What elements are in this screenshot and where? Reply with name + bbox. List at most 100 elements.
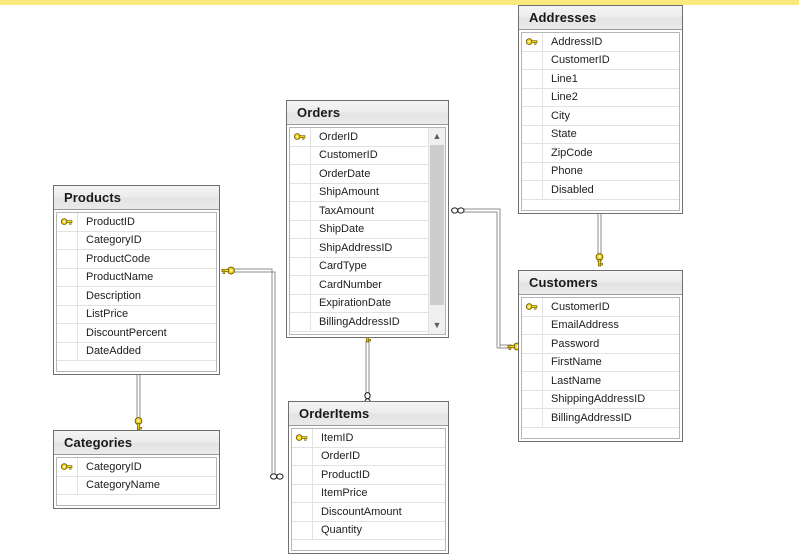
primary-key-icon bbox=[290, 128, 311, 146]
column-row[interactable]: City bbox=[522, 107, 679, 126]
column-row[interactable]: CustomerID bbox=[522, 51, 679, 70]
column-row[interactable]: BillingAddressID bbox=[522, 409, 679, 428]
column-row[interactable]: ProductName bbox=[57, 268, 216, 287]
column-row[interactable]: DiscountAmount bbox=[292, 503, 445, 522]
column-name: ExpirationDate bbox=[319, 297, 392, 310]
scroll-up-arrow-icon[interactable]: ▲ bbox=[429, 128, 445, 145]
connector-orders-customers bbox=[462, 208, 512, 349]
row-selector-cell bbox=[522, 335, 543, 353]
column-row[interactable]: Password bbox=[522, 335, 679, 354]
column-row[interactable]: ShippingAddressID bbox=[522, 390, 679, 409]
column-row[interactable]: ProductID bbox=[292, 466, 445, 485]
column-row[interactable]: Description bbox=[57, 287, 216, 306]
row-selector-cell bbox=[290, 146, 311, 164]
row-selector-cell bbox=[57, 324, 78, 342]
column-row[interactable]: CategoryName bbox=[57, 476, 216, 495]
column-row[interactable]: OrderDate bbox=[290, 165, 428, 184]
column-row[interactable]: ListPrice bbox=[57, 305, 216, 324]
column-row[interactable]: ProductCode bbox=[57, 250, 216, 269]
row-selector-cell bbox=[522, 88, 543, 106]
column-name: AddressID bbox=[551, 35, 603, 48]
primary-key-icon bbox=[57, 213, 78, 231]
column-name: City bbox=[551, 109, 570, 122]
column-row[interactable]: CardType bbox=[290, 257, 428, 276]
vertical-scrollbar[interactable]: ▲▼ bbox=[428, 128, 445, 334]
column-row[interactable]: Line2 bbox=[522, 88, 679, 107]
column-row[interactable]: LastName bbox=[522, 372, 679, 391]
column-name: DiscountAmount bbox=[321, 505, 402, 518]
row-selector-cell bbox=[522, 70, 543, 88]
table-title-categories[interactable]: Categories bbox=[54, 431, 219, 455]
column-row[interactable]: ItemID bbox=[292, 429, 445, 448]
row-selector-cell bbox=[290, 183, 311, 201]
column-row[interactable]: EmailAddress bbox=[522, 316, 679, 335]
column-row[interactable]: OrderID bbox=[290, 128, 428, 147]
column-row[interactable]: CustomerID bbox=[290, 146, 428, 165]
row-selector-cell bbox=[522, 107, 543, 125]
column-row[interactable]: DiscountPercent bbox=[57, 324, 216, 343]
column-row[interactable]: CustomerID bbox=[522, 298, 679, 317]
column-name: ShippingAddressID bbox=[551, 393, 646, 406]
column-row[interactable]: BillingAddressID bbox=[290, 313, 428, 332]
column-row[interactable]: OrderID bbox=[292, 447, 445, 466]
endpoint-products-one-right bbox=[221, 266, 235, 275]
connector-orders-orderitems bbox=[365, 341, 370, 396]
column-row[interactable]: DateAdded bbox=[57, 342, 216, 361]
scrollbar-thumb[interactable] bbox=[430, 145, 444, 305]
column-name: CategoryID bbox=[86, 234, 142, 247]
column-row[interactable]: ExpirationDate bbox=[290, 294, 428, 313]
column-name: BillingAddressID bbox=[319, 315, 400, 328]
column-row[interactable]: CategoryID bbox=[57, 458, 216, 477]
row-selector-cell bbox=[290, 220, 311, 238]
column-row[interactable]: ShipAmount bbox=[290, 183, 428, 202]
column-name: Line2 bbox=[551, 91, 578, 104]
column-row[interactable]: ProductID bbox=[57, 213, 216, 232]
column-name: ShipDate bbox=[319, 223, 365, 236]
column-row[interactable]: ItemPrice bbox=[292, 484, 445, 503]
column-row[interactable]: Quantity bbox=[292, 521, 445, 540]
table-title-orders[interactable]: Orders bbox=[287, 101, 448, 125]
column-row[interactable]: AddressID bbox=[522, 33, 679, 52]
column-row[interactable]: CardNumber bbox=[290, 276, 428, 295]
column-row[interactable]: TaxAmount bbox=[290, 202, 428, 221]
column-name: ItemID bbox=[321, 431, 354, 444]
table-title-customers[interactable]: Customers bbox=[519, 271, 682, 295]
row-selector-cell bbox=[522, 353, 543, 371]
top-highlight-strip bbox=[0, 0, 799, 5]
column-row[interactable]: FirstName bbox=[522, 353, 679, 372]
column-row[interactable]: ShipDate bbox=[290, 220, 428, 239]
row-selector-cell bbox=[292, 447, 313, 465]
table-title-orderitems[interactable]: OrderItems bbox=[289, 402, 448, 426]
column-row[interactable]: ZipCode bbox=[522, 144, 679, 163]
column-row[interactable]: Line1 bbox=[522, 70, 679, 89]
column-row[interactable]: State bbox=[522, 125, 679, 144]
row-selector-cell bbox=[57, 287, 78, 305]
column-row[interactable]: Disabled bbox=[522, 181, 679, 200]
grid-filler bbox=[522, 427, 679, 438]
column-name: TaxAmount bbox=[319, 204, 375, 217]
table-title-products[interactable]: Products bbox=[54, 186, 219, 210]
column-row[interactable]: Phone bbox=[522, 162, 679, 181]
grid-filler bbox=[290, 331, 428, 334]
column-row[interactable]: CategoryID bbox=[57, 231, 216, 250]
column-row[interactable]: ShipAddressID bbox=[290, 239, 428, 258]
table-title-addresses[interactable]: Addresses bbox=[519, 6, 682, 30]
scroll-down-arrow-icon[interactable]: ▼ bbox=[429, 317, 445, 334]
endpoint-orderitems-many-left bbox=[270, 473, 284, 480]
